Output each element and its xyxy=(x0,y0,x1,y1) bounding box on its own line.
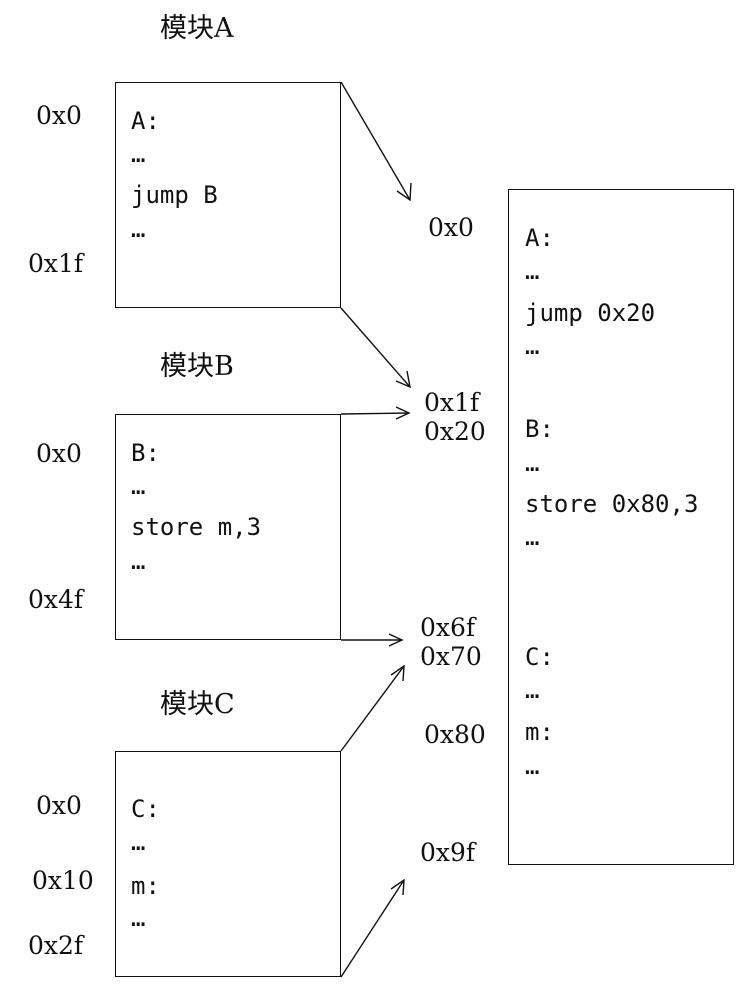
module-c-line: … xyxy=(131,828,146,856)
linked-box xyxy=(508,189,734,865)
arrow-a-end xyxy=(340,307,411,388)
arrow-c-end xyxy=(340,879,405,978)
arrow-b-start-head xyxy=(395,406,411,420)
module-c-addr-start: 0x0 xyxy=(36,791,82,820)
module-c-addr-mid: 0x10 xyxy=(32,866,94,895)
arrow-b-start xyxy=(340,412,410,415)
linked-line: … xyxy=(525,676,540,704)
linked-line: … xyxy=(525,449,540,477)
linked-line: … xyxy=(525,523,540,551)
module-a-line: … xyxy=(131,215,146,243)
module-a-box xyxy=(115,82,341,308)
module-b-line: store m,3 xyxy=(131,513,262,541)
module-b-line: … xyxy=(131,547,146,575)
module-a-line: A: xyxy=(131,107,160,135)
linked-addr: 0x70 xyxy=(420,642,482,671)
module-c-box xyxy=(115,751,341,977)
arrow-a-end-head xyxy=(395,370,411,389)
module-a-line: … xyxy=(131,140,146,168)
arrow-c-end-head xyxy=(390,878,405,896)
arrow-c-start-head xyxy=(390,664,405,682)
linked-line: m: xyxy=(525,718,554,746)
linked-addr: 0x9f xyxy=(420,838,476,867)
module-b-addr-start: 0x0 xyxy=(36,439,82,468)
linked-line: … xyxy=(525,752,540,780)
linked-line: store 0x80,3 xyxy=(525,490,699,518)
module-b-box xyxy=(115,414,341,640)
module-c-line: C: xyxy=(131,795,160,823)
module-c-title: 模块C xyxy=(160,689,235,720)
module-a-title: 模块A xyxy=(160,13,234,44)
module-b-line: … xyxy=(131,472,146,500)
linked-addr: 0x1f xyxy=(424,388,480,417)
linked-line: A: xyxy=(525,224,554,252)
linked-line: jump 0x20 xyxy=(525,299,656,327)
linked-addr: 0x20 xyxy=(424,417,486,446)
module-c-addr-end: 0x2f xyxy=(28,931,84,960)
arrow-c-start xyxy=(340,665,405,752)
linked-line: C: xyxy=(525,643,554,671)
linked-addr: 0x0 xyxy=(428,213,474,242)
linked-line: … xyxy=(525,257,540,285)
arrow-a-start xyxy=(340,81,411,201)
module-a-addr-start: 0x0 xyxy=(36,101,82,130)
linked-line: B: xyxy=(525,415,554,443)
module-a-line: jump B xyxy=(131,181,218,209)
linked-addr: 0x6f xyxy=(420,613,476,642)
arrow-a-start-head xyxy=(396,182,412,202)
module-a-addr-end: 0x1f xyxy=(28,249,84,278)
module-c-line: … xyxy=(131,904,146,932)
linked-line: … xyxy=(525,332,540,360)
linked-addr: 0x80 xyxy=(424,720,486,749)
module-b-title: 模块B xyxy=(160,351,234,382)
arrow-b-end-head xyxy=(388,633,404,647)
module-b-line: B: xyxy=(131,439,160,467)
module-c-line: m: xyxy=(131,872,160,900)
module-b-addr-end: 0x4f xyxy=(28,585,84,614)
